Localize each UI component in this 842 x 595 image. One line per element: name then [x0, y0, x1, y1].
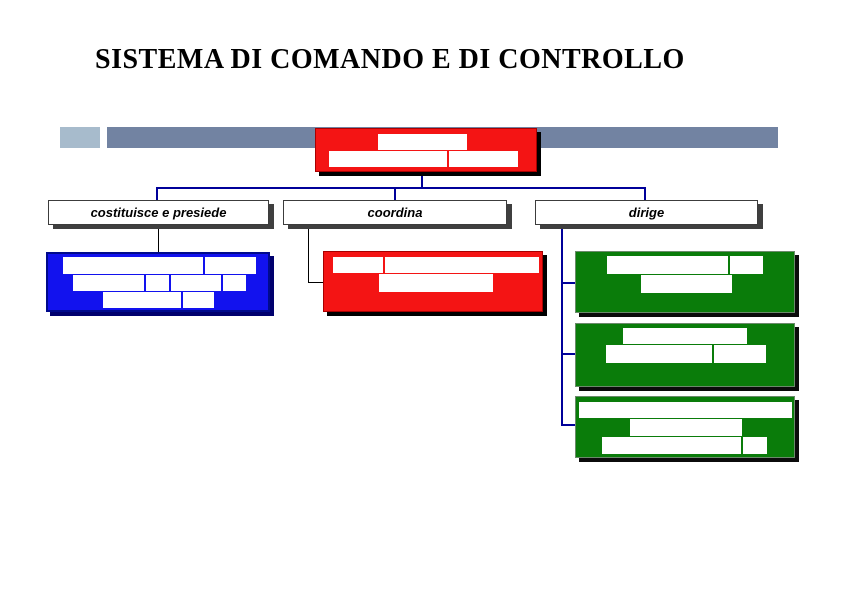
- connector-rail: [156, 187, 646, 189]
- redacted-text-placeholder: [579, 402, 792, 418]
- connector-green2-stub: [561, 353, 575, 355]
- redacted-text-placeholder: [103, 292, 214, 308]
- edge-label-dirige: dirige: [535, 200, 758, 225]
- connector-label1-node: [158, 225, 159, 252]
- redacted-text-placeholder: [378, 134, 467, 150]
- redacted-text-placeholder: [337, 151, 518, 167]
- connector-drop-middle: [394, 187, 396, 200]
- connector-green3-stub: [561, 424, 575, 426]
- green-node-2: [575, 323, 795, 387]
- edge-label-text: coordina: [367, 205, 423, 220]
- connector-dirige-spine: [561, 225, 563, 426]
- root-node: [315, 128, 537, 172]
- connector-drop-right: [644, 187, 646, 200]
- blue-node: [46, 252, 270, 312]
- edge-label-coordina: coordina: [283, 200, 507, 225]
- connector-drop-left: [156, 187, 158, 200]
- banner-accent-square: [60, 127, 100, 148]
- green-node-1: [575, 251, 795, 313]
- redacted-text-placeholder: [606, 345, 766, 363]
- green-node-3: [575, 396, 795, 458]
- connector-root-drop: [421, 172, 423, 188]
- edge-label-text: dirige: [628, 205, 665, 220]
- edge-label-costituisce: costituisce e presiede: [48, 200, 269, 225]
- redacted-text-placeholder: [329, 151, 337, 167]
- redacted-text-placeholder: [641, 275, 732, 293]
- redacted-text-placeholder: [333, 257, 539, 273]
- redacted-text-placeholder: [630, 419, 742, 436]
- connector-green1-stub: [561, 282, 575, 284]
- redacted-text-placeholder: [623, 328, 747, 344]
- redacted-text-placeholder: [73, 275, 246, 291]
- page-title: SISTEMA DI COMANDO E DI CONTROLLO: [95, 44, 685, 75]
- redacted-text-placeholder: [379, 274, 493, 292]
- connector-label2-vertical: [308, 225, 309, 283]
- red-node: [323, 251, 543, 312]
- edge-label-text: costituisce e presiede: [90, 205, 227, 220]
- redacted-text-placeholder: [63, 257, 256, 274]
- redacted-text-placeholder: [602, 437, 767, 454]
- connector-label2-elbow: [308, 282, 323, 283]
- redacted-text-placeholder: [607, 256, 763, 274]
